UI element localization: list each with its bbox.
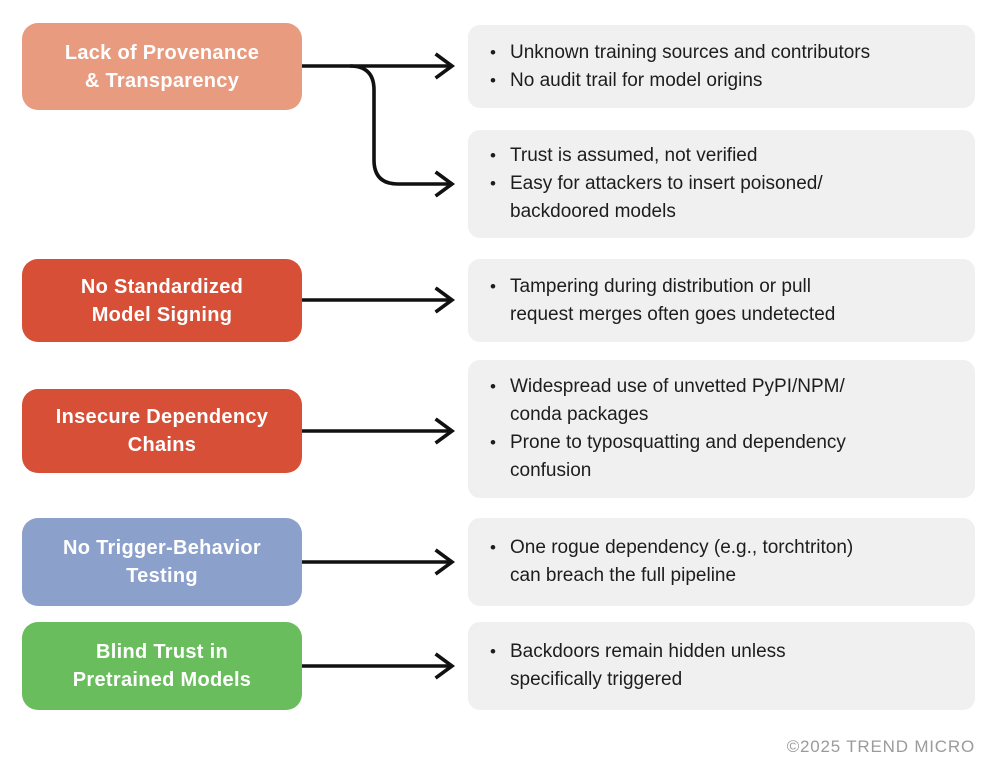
- cause-box-insecure-dependency: Insecure Dependency Chains: [22, 389, 302, 473]
- bullet-text: Prone to typosquatting and dependency co…: [510, 432, 846, 481]
- bullet-text: Tampering during distribution or pull re…: [510, 275, 836, 325]
- effect-box-trust-assumed: • Trust is assumed, not verified • Easy …: [468, 130, 975, 238]
- bullet-item: • Trust is assumed, not verified: [490, 142, 955, 170]
- effect-box-unvetted-packages: • Widespread use of unvetted PyPI/NPM/ c…: [468, 360, 975, 498]
- bullet-icon: •: [490, 538, 496, 557]
- copyright-text: ©2025 TREND MICRO: [786, 737, 975, 756]
- cause-box-blind-trust: Blind Trust in Pretrained Models: [22, 622, 302, 710]
- bullet-item: • Prone to typosquatting and dependency …: [490, 429, 955, 485]
- bullet-item: • Unknown training sources and contribut…: [490, 39, 955, 67]
- cause-box-lack-of-provenance: Lack of Provenance & Transparency: [22, 23, 302, 110]
- bullet-text: No audit trail for model origins: [510, 69, 763, 91]
- cause-label: No Trigger-Behavior Testing: [63, 537, 261, 587]
- cause-box-no-trigger-testing: No Trigger-Behavior Testing: [22, 518, 302, 606]
- bullet-item: • No audit trail for model origins: [490, 67, 955, 95]
- bullet-item: • One rogue dependency (e.g., torchtrito…: [490, 534, 955, 590]
- cause-label: Insecure Dependency Chains: [55, 406, 269, 456]
- bullet-text: Trust is assumed, not verified: [510, 145, 758, 166]
- bullet-text: Easy for attackers to insert poisoned/ b…: [510, 173, 823, 222]
- arrow-provenance-branch-to-trust: [349, 64, 456, 198]
- bullet-text: Unknown training sources and contributor…: [510, 41, 871, 63]
- bullet-icon: •: [490, 377, 496, 396]
- bullet-icon: •: [490, 70, 496, 90]
- effect-box-unknown-sources: • Unknown training sources and contribut…: [468, 25, 975, 108]
- bullet-text: Widespread use of unvetted PyPI/NPM/ con…: [510, 376, 845, 425]
- bullet-icon: •: [490, 146, 496, 165]
- bullet-icon: •: [490, 433, 496, 452]
- bullet-item: • Easy for attackers to insert poisoned/…: [490, 170, 955, 226]
- cause-label: No Standardized Model Signing: [80, 275, 244, 326]
- bullet-icon: •: [490, 174, 496, 193]
- bullet-item: • Backdoors remain hidden unless specifi…: [490, 638, 955, 694]
- effect-box-rogue-dependency: • One rogue dependency (e.g., torchtrito…: [468, 518, 975, 606]
- bullet-icon: •: [490, 42, 496, 62]
- effect-box-tampering: • Tampering during distribution or pull …: [468, 259, 975, 342]
- bullet-text: Backdoors remain hidden unless specifica…: [510, 641, 786, 690]
- bullet-text: One rogue dependency (e.g., torchtriton)…: [510, 537, 854, 586]
- cause-label: Lack of Provenance & Transparency: [64, 41, 260, 92]
- cause-label: Blind Trust in Pretrained Models: [72, 641, 252, 691]
- bullet-item: • Widespread use of unvetted PyPI/NPM/ c…: [490, 373, 955, 429]
- bullet-item: • Tampering during distribution or pull …: [490, 273, 955, 329]
- bullet-icon: •: [490, 642, 496, 661]
- bullet-icon: •: [490, 276, 496, 296]
- effect-box-backdoors-hidden: • Backdoors remain hidden unless specifi…: [468, 622, 975, 710]
- cause-box-no-standardized-signing: No Standardized Model Signing: [22, 259, 302, 342]
